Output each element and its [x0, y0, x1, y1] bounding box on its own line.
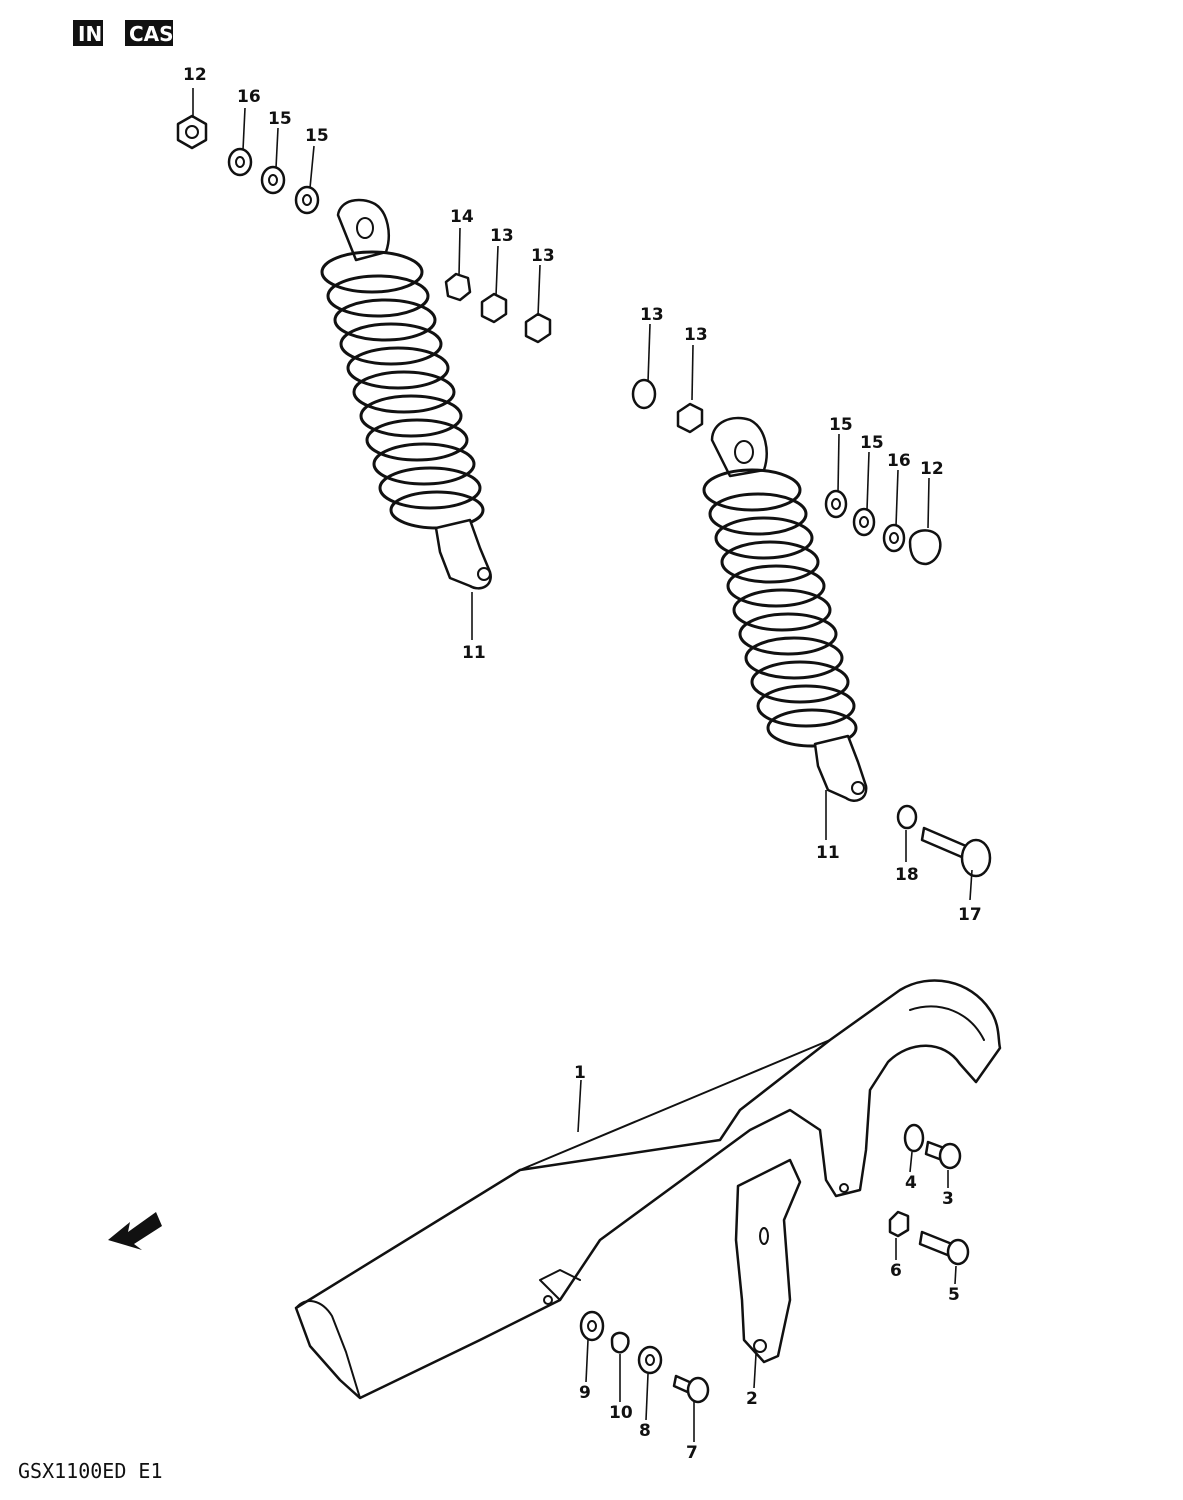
washer-16-right [882, 523, 906, 553]
washer-8 [637, 1345, 663, 1375]
shock-left-bottom-hole [477, 567, 491, 581]
part-label-11-left: 11 [462, 643, 486, 663]
shock-absorber-left [320, 198, 492, 590]
part-label-6: 6 [890, 1261, 902, 1281]
part-label-15-right-b: 15 [860, 433, 884, 453]
nut-13-a [480, 292, 508, 324]
header-block-2 [125, 20, 173, 46]
washer-15-left-b [294, 185, 320, 215]
header-title-fragment-1: IN [78, 22, 102, 46]
leader-lines [192, 88, 973, 1442]
part-label-17: 17 [958, 905, 982, 925]
chain-case-front-hole [543, 1295, 553, 1305]
part-label-5: 5 [948, 1285, 960, 1305]
chain-case-rear-hole [839, 1183, 849, 1193]
shock-right-top-eye [710, 416, 768, 478]
part-label-10: 10 [609, 1403, 633, 1423]
washer-16-left [227, 147, 253, 177]
chain-case-body [294, 979, 1002, 1400]
part-label-15-left-a: 15 [268, 109, 292, 129]
bolt-3-head [938, 1142, 962, 1170]
part-labels: 12 16 15 15 14 13 13 13 13 15 15 16 12 1… [183, 65, 982, 1463]
bolt-5-head [946, 1238, 970, 1266]
part-label-14: 14 [450, 207, 474, 227]
part-label-13-b: 13 [531, 246, 555, 266]
bracket-slot [759, 1227, 769, 1245]
part-label-13-a: 13 [490, 226, 514, 246]
shock-left-top-eye [336, 198, 390, 262]
part-label-1: 1 [574, 1063, 586, 1083]
nut-14 [444, 272, 472, 302]
part-label-9: 9 [579, 1383, 591, 1403]
nut-6 [888, 1210, 910, 1238]
part-label-15-right-a: 15 [829, 415, 853, 435]
part-label-16-right: 16 [887, 451, 911, 471]
part-label-16-left: 16 [237, 87, 261, 107]
bolt-17-shank [920, 826, 968, 860]
shock-right-top-hole [734, 440, 754, 464]
nut-13-d [676, 402, 704, 434]
cap-nut-12-right [908, 529, 942, 566]
part-label-13-c: 13 [640, 305, 664, 325]
header: IN CAS [73, 20, 174, 46]
washer-4 [903, 1123, 925, 1153]
part-label-18: 18 [895, 865, 919, 885]
front-direction-arrow [108, 1212, 162, 1250]
washer-15-left-a [260, 165, 286, 195]
front-arrow-icon [108, 1212, 162, 1250]
washer-15-right-a [824, 489, 848, 519]
part-label-4: 4 [905, 1173, 917, 1193]
footer-model-code: GSX1100ED E1 [18, 1459, 163, 1483]
nut-13-b [524, 312, 552, 344]
part-label-11-right: 11 [816, 843, 840, 863]
washer-15-right-b [852, 507, 876, 537]
cap-nut-12-left [176, 114, 208, 150]
bracket-hole [753, 1339, 767, 1353]
shock-left-bottom-eye [434, 518, 492, 590]
shock-left-top-hole [356, 217, 374, 239]
chain-case [294, 979, 1002, 1400]
part-label-7: 7 [686, 1443, 698, 1463]
hardware [176, 114, 992, 1404]
part-label-2: 2 [746, 1389, 758, 1409]
part-label-3: 3 [942, 1189, 954, 1209]
grommet-10 [610, 1331, 630, 1354]
chain-case-rear-curve [909, 1005, 985, 1041]
shock-right-spring [702, 468, 858, 748]
chain-case-top-edge [519, 1039, 831, 1171]
chain-case-front-tab [539, 1269, 581, 1301]
part-label-15-left-b: 15 [305, 126, 329, 146]
washer-13-c [631, 378, 657, 410]
header-block-1 [73, 20, 103, 46]
bracket [734, 1158, 802, 1364]
bolt-17-head [960, 838, 992, 878]
header-title-fragment-2: CAS [129, 22, 174, 46]
bracket-plate [734, 1158, 802, 1364]
part-label-13-d: 13 [684, 325, 708, 345]
washer-9 [579, 1310, 605, 1342]
part-label-8: 8 [639, 1421, 651, 1441]
chain-case-front-lip [295, 1300, 361, 1399]
shock-right-bottom-eye [813, 734, 868, 802]
washer-18 [896, 804, 918, 830]
shock-right-bottom-hole [851, 781, 865, 795]
bolt-7-head [686, 1376, 710, 1404]
part-label-12-left: 12 [183, 65, 207, 85]
shock-absorber-right [702, 416, 868, 802]
part-label-12-right: 12 [920, 459, 944, 479]
